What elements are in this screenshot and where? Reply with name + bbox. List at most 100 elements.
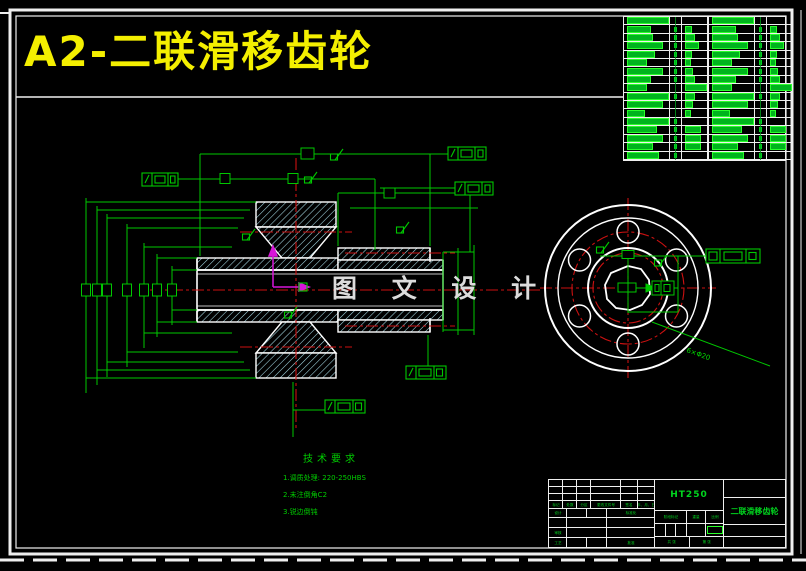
hub-sleeve-bottom [196,309,339,323]
param-value-block [685,42,699,50]
tech-requirements-heading: 技术要求 [303,454,359,465]
param-value-block [685,101,693,109]
param-value-block [770,92,780,100]
fcf-right [454,181,494,196]
param-cell-text-block [627,92,669,100]
param-cell-text-block [627,50,655,58]
drawing-number-cell [723,479,786,498]
endview-annotations [600,250,771,367]
param-table-row [624,42,707,51]
ucs-arrow-up [267,243,279,257]
bolt-circle-centerline [571,231,685,345]
param-cell-text-block [627,118,669,126]
param-table-row [624,143,707,152]
tech-requirement-item: 1.调质处理: 220-250HBS [283,474,366,482]
param-cell-text-block [712,59,732,67]
surface-finish-icon [241,228,256,241]
param-table-row [709,67,792,76]
fcf-surface-left [141,172,179,187]
label-process: 工艺 [548,537,567,548]
scale-value-box [706,526,723,534]
blank-cell [723,536,786,548]
part-name-cell: 二联滑移齿轮 [723,497,786,525]
dimension-text-box [81,283,91,297]
inner-border [15,15,787,549]
param-value-block [685,34,695,42]
param-table-green-line [760,17,761,160]
param-value-block [770,25,777,33]
param-table-row [709,101,792,110]
param-cell-text-block [627,126,657,134]
surface-finish-icon [395,221,410,234]
param-cell-text-block [627,59,647,67]
param-value-block [685,109,691,117]
param-table-row [624,50,707,60]
material-cell: HT250 [654,479,724,511]
origin-marker-box [298,282,308,292]
dimension-text-box [139,283,149,297]
gear-root-circle [557,217,699,359]
top-dimensions [178,147,478,256]
dimension-text-box [287,173,299,184]
fcf-bottom-1 [405,365,447,380]
param-value-block [685,126,701,134]
param-cell-text-block [712,151,744,159]
surface-finish-icon [653,254,668,267]
param-cell-text-block [627,143,653,151]
sign-cell [566,537,587,548]
param-value-block [685,76,695,84]
param-cell-text-block [712,101,748,109]
gear-outer-circle [544,204,712,372]
param-value-block [770,76,780,84]
param-cell-text-block [627,84,647,92]
grid-line [576,479,577,500]
param-value-block [770,59,776,67]
param-value-block [685,134,701,142]
param-value-block [770,126,786,134]
dimension-text-box [122,283,132,297]
grid-line [590,479,591,500]
param-value-block [685,67,693,75]
fcf-top-right [447,146,487,161]
grid-line [562,479,563,500]
bolt-hole [664,248,689,272]
fcf-endview-right [705,248,761,264]
fcf-bottom-2 [324,399,366,414]
param-table-row [709,50,792,60]
spline-bore-outline [604,265,651,311]
param-table-row [624,92,707,102]
param-table-row [709,33,792,43]
param-table-row [624,25,707,34]
tech-requirement-item: 3.锐边倒钝 [283,508,318,516]
param-cell-text-block [712,34,738,42]
feature-control-frames [141,146,761,414]
sheet-total-cell: 共 张 [654,536,690,548]
left-dimension-stack [81,198,256,393]
dimension-text-box [383,187,396,199]
param-table-row [624,134,707,144]
param-table-row [624,75,707,85]
param-value-block [685,84,707,92]
param-cell-text-block [712,50,740,58]
label-weight: 重量 [686,510,706,524]
drawing-title: A2-二联滑移齿轮 [24,27,374,76]
param-table-row [709,42,792,51]
param-value-block [770,84,792,92]
bolt-hole [664,304,689,328]
bolt-hole [616,332,640,356]
right-section-dimensions [442,245,475,335]
watermark-text: 图 文 设 计 [332,274,550,303]
param-cell-text-block [627,34,653,42]
param-table-row [624,101,707,110]
param-table-row [709,75,792,85]
surface-finish-icon [283,306,298,319]
param-cell-text-block [712,92,754,100]
param-cell-text-block [627,17,669,25]
surface-finish-symbols [241,148,668,319]
weight-cell [686,523,706,537]
outer-border [8,8,794,556]
param-table-row [709,25,792,34]
scale-cell [705,523,724,537]
hole-note-text: 6×Φ20 [685,346,711,362]
surface-finish-icon [329,148,344,161]
